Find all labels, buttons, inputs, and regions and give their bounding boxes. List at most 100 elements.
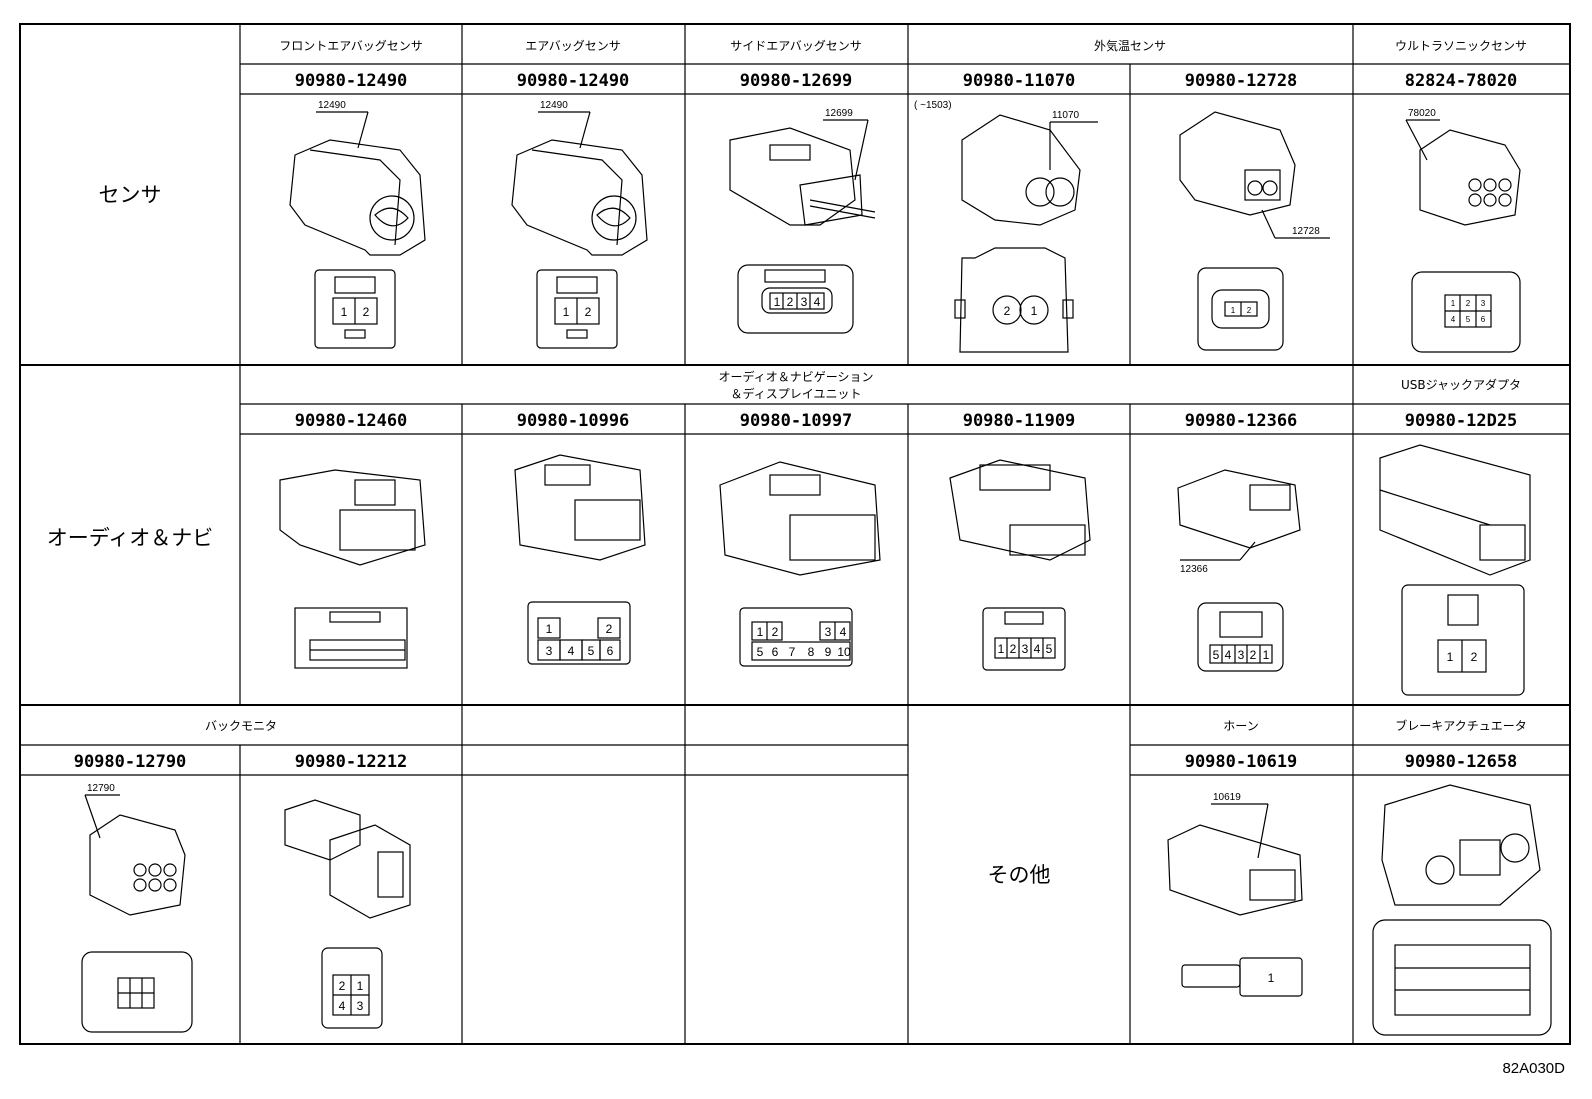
callout-label: 12490 [318,100,346,111]
part-number: 90980-11909 [963,411,1076,431]
pin-label: 6 [607,644,614,658]
pin-label: 1 [757,625,764,639]
pin-label: 2 [585,305,592,319]
pin-label: 3 [825,625,832,639]
part-number: 90980-10619 [1185,752,1298,772]
pin-label: 1 [774,295,781,309]
pin-label: 1 [546,622,553,636]
pin-label: 8 [808,645,815,659]
figure-code: 82A030D [1502,1060,1565,1077]
connector-drawing-10997: 1 2 3 4 5 6 7 8 9 10 [719,461,881,667]
pin-label: 1 [341,305,348,319]
callout-label: 78020 [1408,108,1436,119]
pin-label: 1 [357,979,364,993]
pin-label: 4 [1451,315,1456,324]
part-number: 90980-10996 [517,411,630,431]
pin-label: 2 [1471,650,1478,664]
part-number: 90980-11070 [963,71,1076,91]
pin-label: 2 [1466,299,1471,308]
pin-label: 2 [363,305,370,319]
pin-label: 7 [789,645,796,659]
connector-drawing-12490-b: 12490 1 2 [511,100,648,349]
pin-label: 5 [588,644,595,658]
callout-label: 12699 [825,108,853,119]
title-airbag-sensor: エアバッグセンサ [525,39,621,53]
connector-drawing-12790: 12790 [81,783,193,1033]
pin-label: 1 [1451,299,1456,308]
pin-label: 1 [1031,304,1038,318]
title-horn: ホーン [1223,719,1258,733]
note-11070: ( ~1503) [914,100,952,111]
pin-label: 3 [1481,299,1486,308]
connector-drawing-10619: 10619 1 [1167,792,1303,997]
connector-drawing-11909: 1 2 3 4 5 [949,459,1091,671]
callout-label: 10619 [1213,792,1241,803]
part-number: 90980-12460 [295,411,408,431]
connector-drawing-12460 [279,469,426,669]
pin-label: 5 [1046,642,1053,656]
table-grid [19,23,1571,1045]
pin-label: 6 [1481,315,1486,324]
part-number: 90980-12366 [1185,411,1298,431]
pin-label: 1 [1263,648,1270,662]
pin-label: 3 [801,295,808,309]
title-brake-actuator: ブレーキアクチュエータ [1395,718,1526,733]
pin-label: 2 [787,295,794,309]
pin-label: 4 [339,999,346,1013]
connector-drawing-11070: ( ~1503) 11070 2 1 [914,100,1098,353]
row-label-audio: オーディオ＆ナビ [47,526,214,550]
part-number: 90980-12212 [295,752,408,772]
title-usb-jack-adapter: USBジャックアダプタ [1401,377,1521,392]
part-number: 90980-12490 [295,71,408,91]
part-number: 90980-12728 [1185,71,1298,91]
title-back-monitor: バックモニタ [205,719,277,733]
pin-label: 1 [563,305,570,319]
pin-label: 3 [357,999,364,1013]
pin-label: 3 [1238,648,1245,662]
part-number: 90980-12D25 [1405,411,1518,431]
title-ambient-temp-sensor: 外気温センサ [1094,38,1166,53]
part-number: 90980-12658 [1405,752,1518,772]
part-number: 82824-78020 [1405,71,1518,91]
connector-drawing-12366: 12366 5 4 3 2 1 [1177,469,1301,672]
pin-label: 1 [998,642,1005,656]
title-front-airbag-sensor: フロントエアバッグセンサ [279,39,423,53]
row-label-other: その他 [988,863,1051,887]
pin-label: 3 [1022,642,1029,656]
pin-label: 5 [1466,315,1471,324]
callout-label: 11070 [1052,110,1080,121]
pin-label: 4 [1225,648,1232,662]
connector-drawing-12728: 12728 1 2 [1179,111,1330,351]
title-ultrasonic-sensor: ウルトラソニックセンサ [1395,39,1527,53]
pin-label: 1 [1231,306,1236,315]
pin-label: 4 [814,295,821,309]
row-label-sensor: センサ [99,183,162,207]
callout-label: 12366 [1180,564,1208,575]
pin-label: 2 [1247,306,1252,315]
connector-drawing-12699: 12699 1 2 3 4 [729,108,876,334]
pin-label: 2 [1004,304,1011,318]
pin-label: 4 [1034,642,1041,656]
pin-label: 6 [772,645,779,659]
pin-label: 1 [1268,971,1275,985]
connector-drawing-78020: 78020 1 2 3 4 5 6 [1405,108,1521,353]
pin-label: 4 [568,644,575,658]
part-number: 90980-10997 [740,411,853,431]
pin-label: 10 [837,645,851,659]
part-number: 90980-12790 [74,752,187,772]
pin-label: 2 [1250,648,1257,662]
title-side-airbag-sensor: サイドエアバッグセンサ [730,39,862,53]
pin-label: 1 [1447,650,1454,664]
title-audio-nav-line2: ＆ディスプレイユニット [731,386,862,401]
pin-label: 5 [757,645,764,659]
callout-label: 12490 [540,100,568,111]
connector-drawing-12212: 2 1 4 3 [284,799,411,1029]
pin-label: 5 [1213,648,1220,662]
title-audio-nav-line1: オーディオ＆ナビゲーション [719,369,874,384]
pin-label: 9 [825,645,832,659]
part-number: 90980-12699 [740,71,853,91]
pin-label: 3 [546,644,553,658]
pin-label: 2 [1010,642,1017,656]
connector-drawing-12D25: 1 2 [1379,444,1531,696]
